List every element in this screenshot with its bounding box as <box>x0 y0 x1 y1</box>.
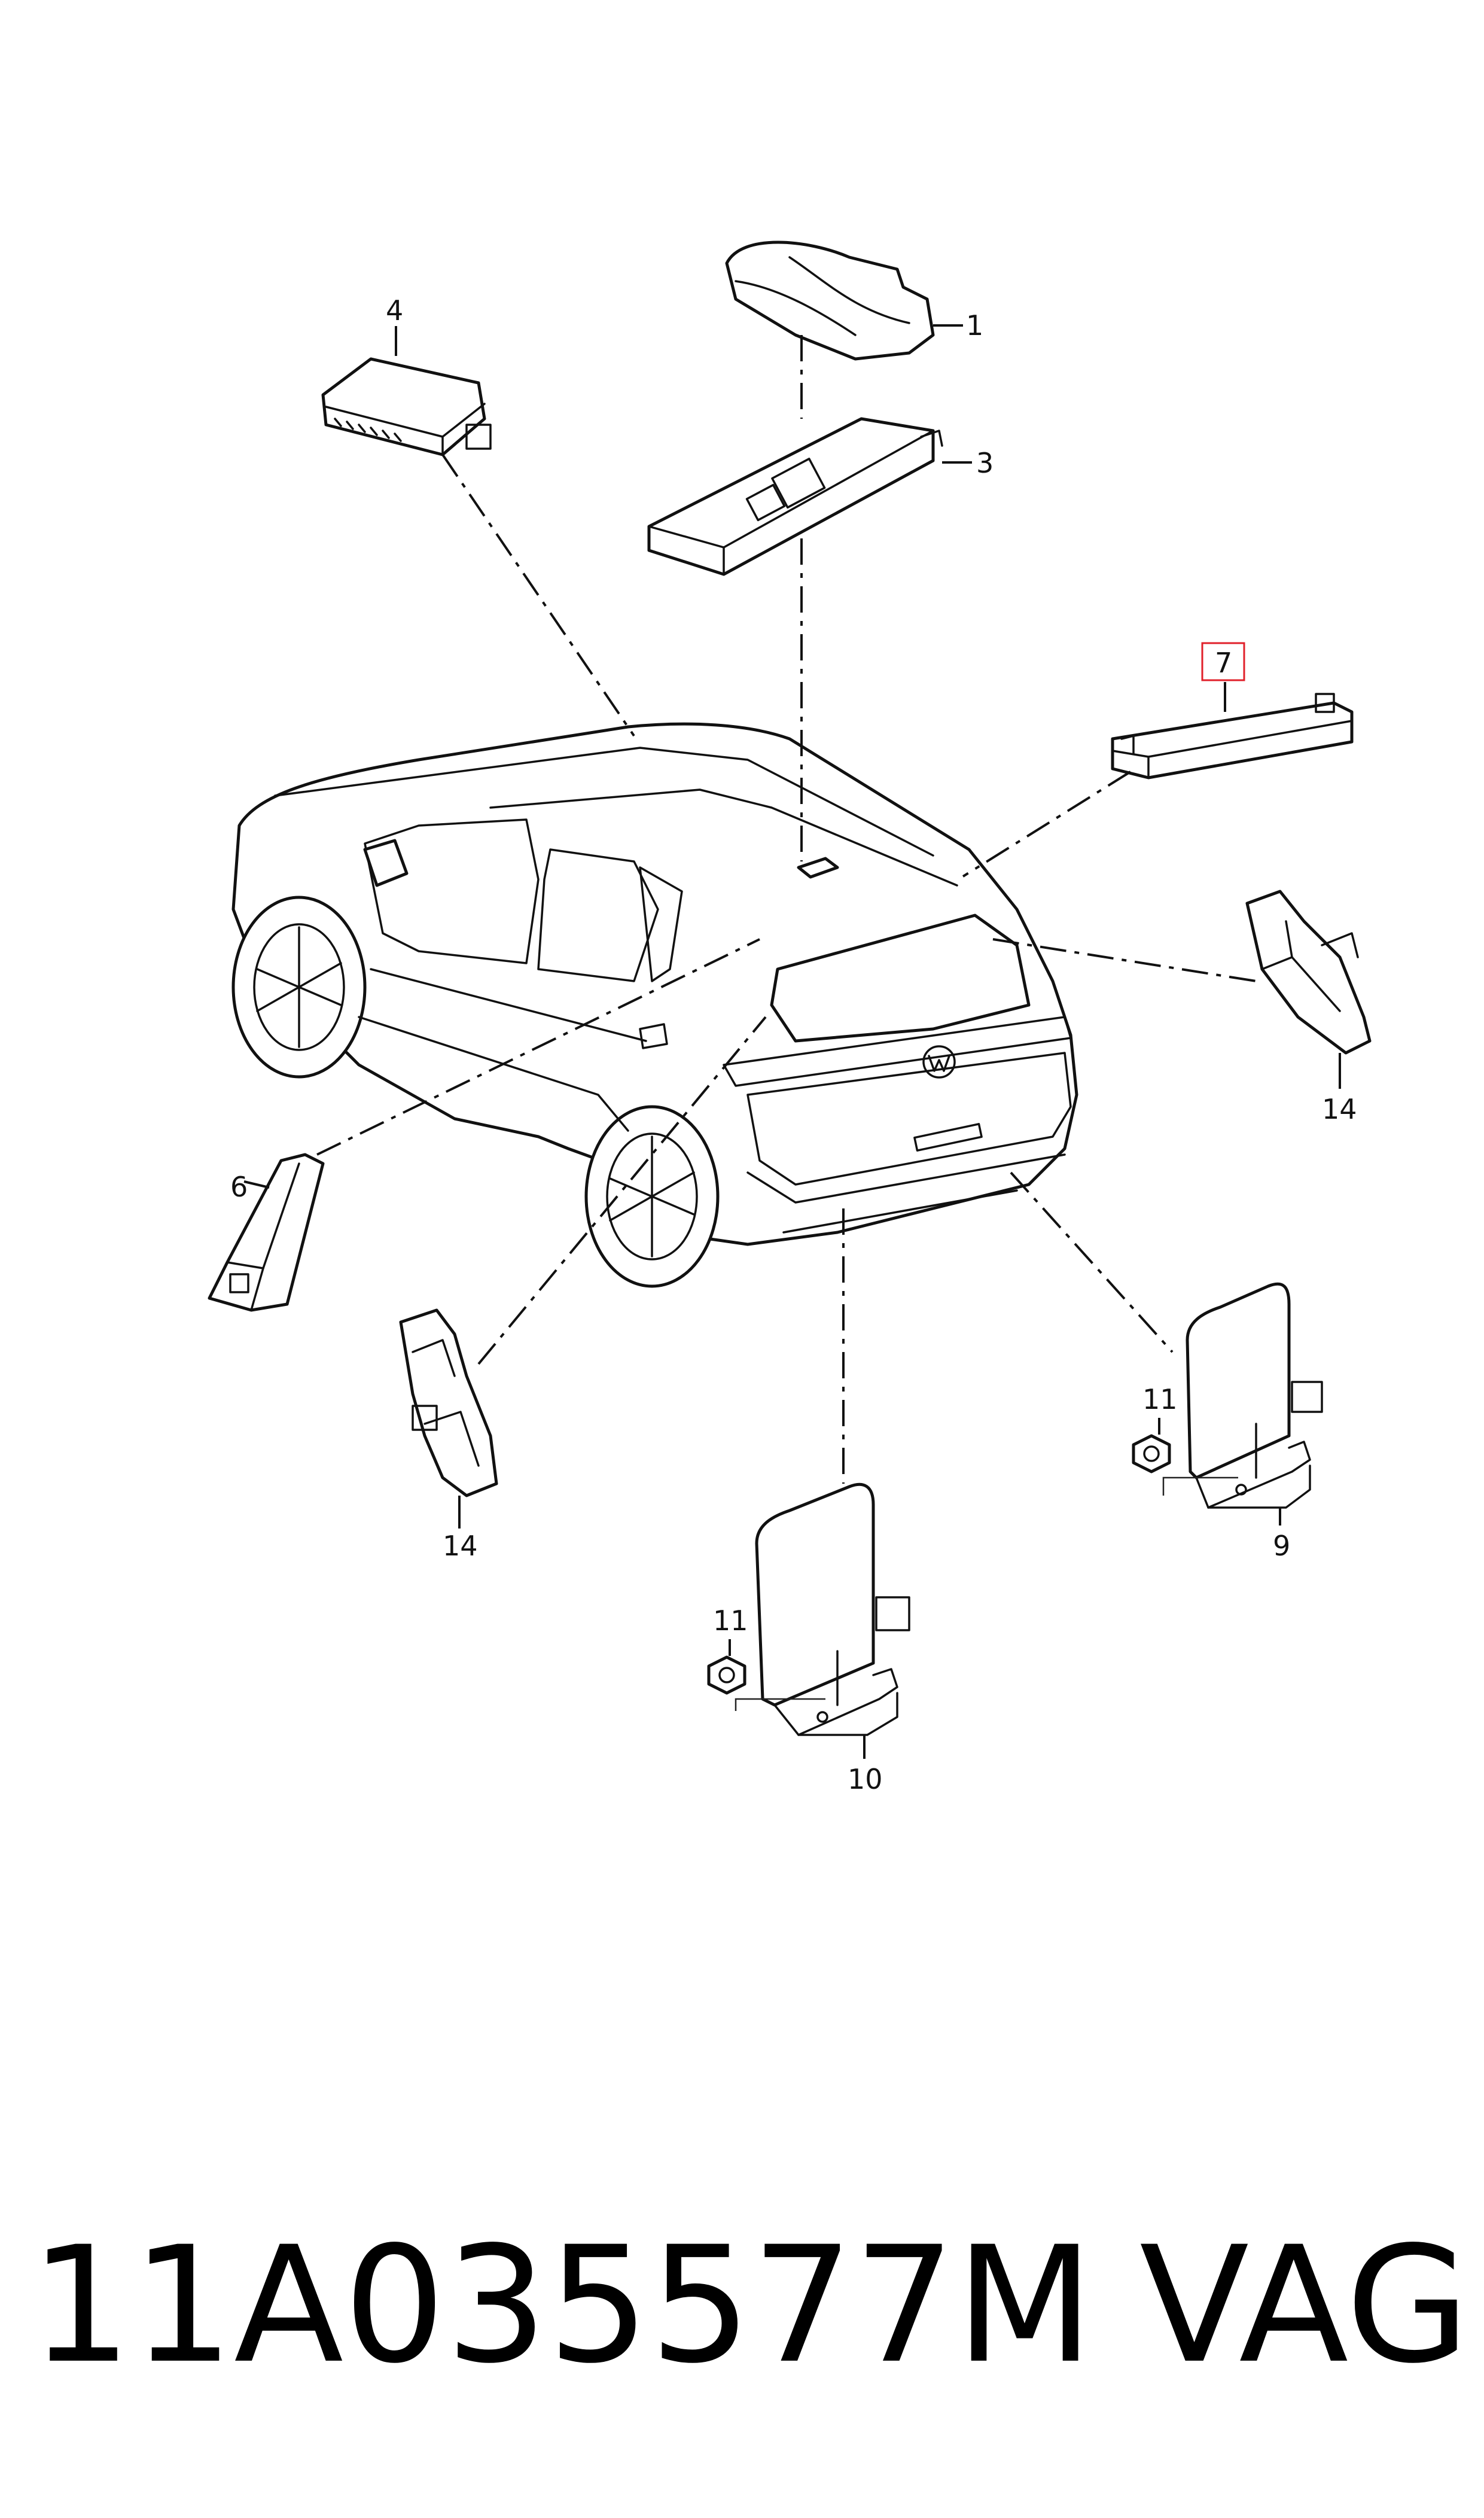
callout-10: 10 <box>848 1763 883 1795</box>
callout-14-left: 14 <box>443 1530 478 1562</box>
callout-11-left: 11 <box>713 1604 748 1637</box>
callout-14-right: 14 <box>1322 1093 1357 1125</box>
sensor-part-14-right <box>1245 890 1372 1055</box>
radar-sensor-part-9 <box>1186 1282 1323 1509</box>
callout-4: 4 <box>386 294 403 327</box>
brand-label: VAG <box>1139 2212 1470 2399</box>
leader-6 <box>243 1180 270 1189</box>
sensor-part-14-left <box>399 1308 498 1497</box>
module-part-7 <box>1111 693 1354 780</box>
nut-part-11-left <box>707 1655 746 1695</box>
highlight-box-7 <box>1201 642 1245 681</box>
radar-sensor-part-10 <box>755 1482 910 1736</box>
callout-1: 1 <box>966 309 983 342</box>
roof-antenna-part-1 <box>725 240 935 361</box>
connector-lines <box>316 335 1257 1484</box>
callout-7: 7 <box>1215 647 1232 679</box>
leader-11-left-bracket <box>735 1698 825 1711</box>
callout-9: 9 <box>1273 1530 1290 1562</box>
nut-part-11-right <box>1132 1434 1171 1473</box>
callout-6: 6 <box>230 1171 248 1203</box>
vehicle-illustration <box>231 722 1078 1288</box>
callout-11-right: 11 <box>1142 1383 1178 1415</box>
part-number: 11A035577M <box>30 2212 1094 2399</box>
antenna-module-part-3 <box>647 417 943 576</box>
leader-11-right-bracket <box>1162 1476 1238 1496</box>
module-part-6 <box>208 1153 325 1312</box>
control-unit-part-4 <box>321 357 492 456</box>
callout-3: 3 <box>976 447 994 479</box>
